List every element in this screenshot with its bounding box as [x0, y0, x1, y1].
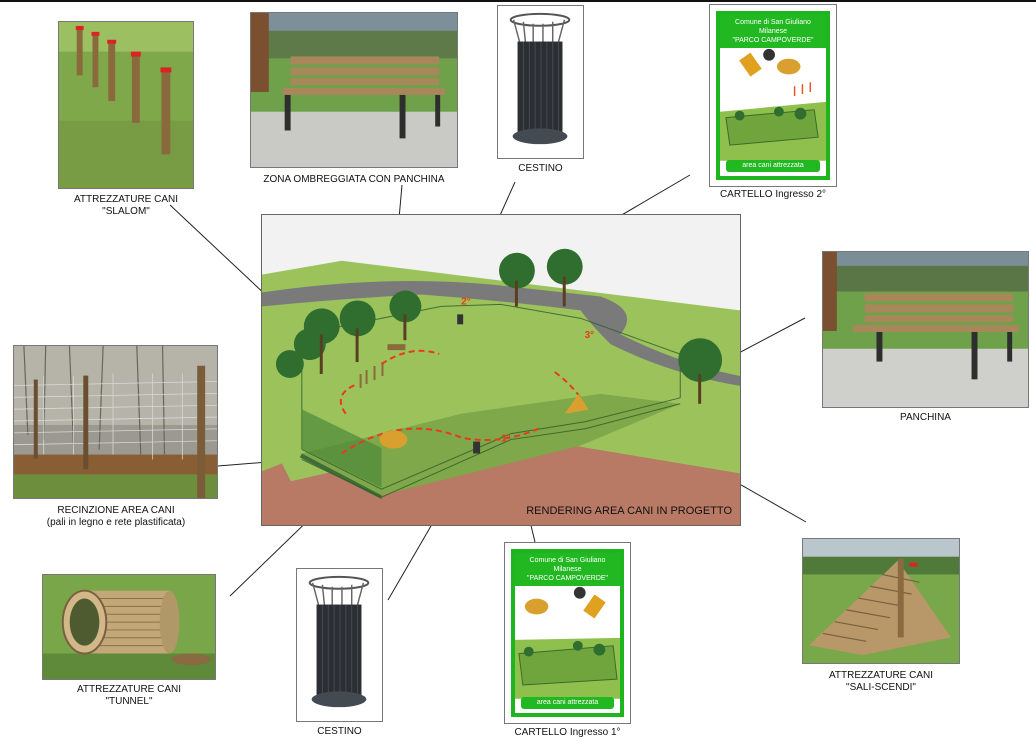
entrance-2-marker: 2° [461, 296, 471, 307]
bin-photo-bottom [296, 568, 383, 722]
caption-entrance-2-sign: CARTELLO Ingresso 2° [719, 189, 827, 200]
tunnel-photo [42, 574, 216, 680]
caption-shaded-bench: ZONA OMBREGGIATA CON PANCHINA [263, 174, 445, 185]
sign-2-illustration [720, 48, 826, 161]
caption-sali-scendi: ATTREZZATURE CANI"SALI-SCENDI" [828, 670, 934, 693]
caption-entrance-1-sign: CARTELLO Ingresso 1° [514, 727, 621, 738]
entrance-3-marker: 3° [585, 330, 595, 341]
caption-fence: RECINZIONE AREA CANI(pali in legno e ret… [46, 505, 186, 528]
sali-scendi-photo [802, 538, 960, 664]
sign-1-footer: area cani attrezzata [521, 697, 614, 709]
rendering-caption: RENDERING AREA CANI IN PROGETTO [526, 505, 732, 517]
slalom-photo [58, 21, 194, 189]
top-border [0, 0, 1036, 2]
entrance-1-marker: 1° [501, 434, 511, 445]
caption-tunnel: ATTREZZATURE CANI"TUNNEL" [76, 684, 182, 707]
sign-1-illustration [515, 586, 620, 699]
caption-bin-bottom: CESTINO [317, 726, 362, 737]
dog-area-rendering: 2° 3° 1° RENDERING AREA CANI IN PROGETTO [261, 214, 741, 526]
bin-photo-top [497, 5, 584, 159]
bench-photo [822, 251, 1029, 408]
caption-bin-top: CESTINO [518, 163, 563, 174]
caption-slalom: ATTREZZATURE CANI"SLALOM" [73, 194, 179, 217]
sign-2-park-name: "PARCO CAMPOVERDE" [732, 37, 814, 44]
caption-bench: PANCHINA [900, 412, 951, 423]
entrance-2-sign: Comune di San Giuliano Milanese "PARCO CA… [709, 4, 837, 187]
entrance-1-sign: Comune di San Giuliano Milanese "PARCO CA… [504, 542, 631, 724]
sign-1-municipality: Comune di San Giuliano Milanese [529, 557, 606, 573]
shaded-bench-photo [250, 12, 458, 168]
fence-photo [13, 345, 218, 499]
sign-2-footer: area cani attrezzata [726, 160, 820, 172]
sign-2-municipality: Comune di San Giuliano Milanese [735, 19, 811, 35]
sign-1-park-name: "PARCO CAMPOVERDE" [526, 575, 609, 582]
